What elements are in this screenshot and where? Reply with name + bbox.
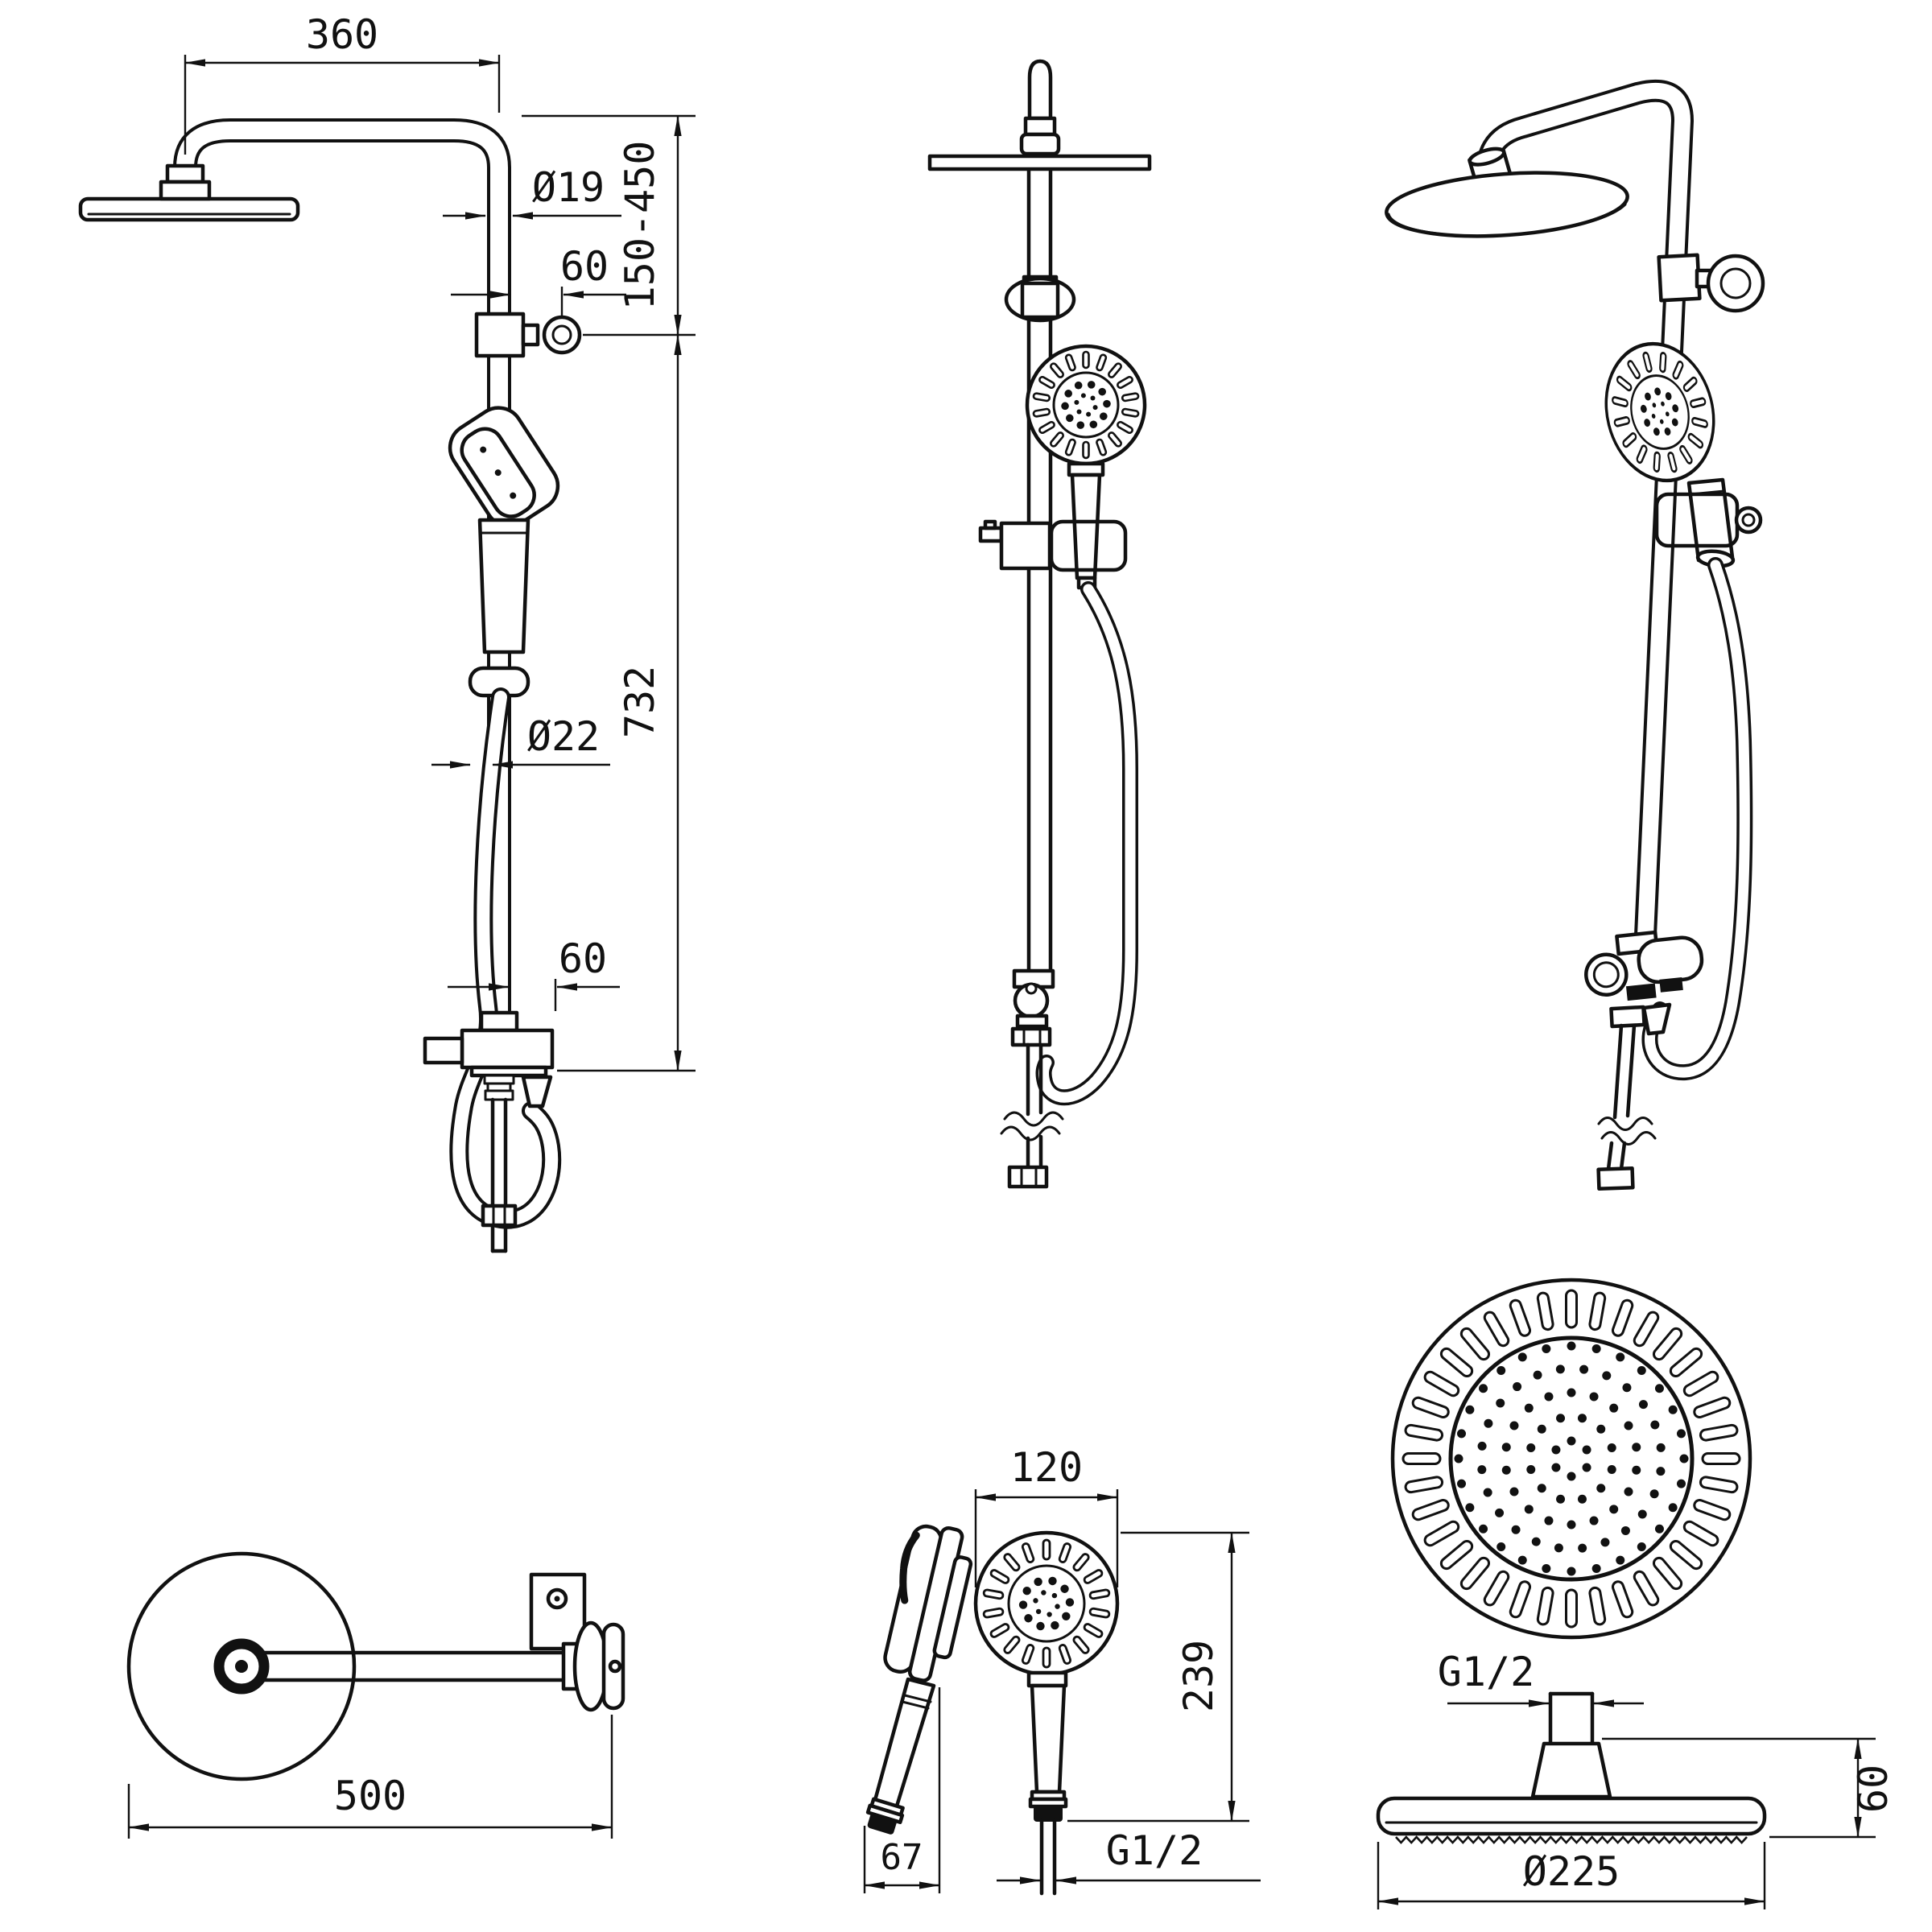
swivel-bracket-front [1004, 275, 1076, 323]
dim-label: 60 [560, 243, 609, 290]
rain-head-perspective [1385, 147, 1629, 238]
hose-front [1035, 581, 1138, 1106]
overhead-face [1390, 1278, 1752, 1640]
dim-label: 120 [1010, 1444, 1083, 1491]
diverter-valve-side [423, 1010, 555, 1253]
dim-rail-height: 732 [557, 334, 696, 1072]
dim-label: G1/2 [1106, 1827, 1203, 1874]
handshower-perspective [1604, 341, 1763, 568]
wall-bracket-side [474, 312, 582, 358]
hose-perspective [1641, 557, 1753, 1081]
dim-head-depth: 67 [863, 1687, 941, 1893]
dim-label: 360 [306, 11, 378, 58]
dim-overall-projection: 500 [127, 1715, 613, 1839]
hose-side [449, 687, 562, 1229]
view-front-elevation [927, 59, 1152, 1189]
dim-face-width: 120 [974, 1444, 1119, 1587]
arm-top [261, 1572, 625, 1712]
supply-pipe-front [1000, 1042, 1064, 1189]
ceiling-stub-front [1019, 59, 1061, 156]
dim-hose-diameter: Ø22 [431, 713, 610, 769]
dim-overhead-diameter: Ø225 [1377, 1842, 1766, 1909]
view-overhead-detail: G1/2 60 Ø225 [1376, 1278, 1897, 1909]
diverter-perspective [1584, 930, 1704, 1191]
dim-label: Ø225 [1523, 1848, 1620, 1895]
dim-label: 60 [1850, 1765, 1897, 1813]
dim-label: 60 [559, 935, 607, 982]
dim-bracket-offset: 60 [451, 243, 626, 316]
rain-head-front [927, 154, 1152, 171]
dim-label: G1/2 [1438, 1649, 1534, 1695]
view-top: 500 [126, 1551, 625, 1839]
rain-head-top [126, 1551, 357, 1781]
dim-label: 67 [881, 1837, 923, 1878]
dim-adjustable-height: 150-450 [522, 114, 696, 336]
handshower-front [978, 344, 1147, 590]
view-side-elevation: 360 Ø19 60 150-450 732 Ø22 [78, 11, 696, 1253]
dim-overhead-thread: G1/2 [1438, 1649, 1644, 1707]
dim-label: Ø22 [527, 713, 600, 760]
dim-label: 239 [1175, 1640, 1222, 1712]
view-handshower-detail: 67 120 239 G1/2 [863, 1444, 1261, 1896]
wall-bracket-perspective [1657, 253, 1765, 313]
dim-arm-reach: 360 [184, 11, 501, 155]
overhead-side [1376, 1691, 1767, 1844]
dim-handshower-thread: G1/2 [997, 1827, 1261, 1885]
dim-label: 150-450 [617, 141, 663, 311]
shower-arm-and-riser [173, 118, 511, 1013]
dim-label: 732 [617, 666, 663, 738]
dim-overhead-height: 60 [1602, 1737, 1897, 1839]
handshower-front-detail [973, 1530, 1120, 1896]
dim-label: Ø19 [532, 164, 605, 211]
handshower-profile [865, 1524, 973, 1835]
dim-total-length: 239 [1067, 1531, 1249, 1823]
handshower-side [448, 406, 560, 698]
dim-valve-offset: 60 [448, 935, 620, 1011]
dim-riser-diameter: Ø19 [443, 164, 621, 220]
view-perspective [1385, 79, 1765, 1191]
check-valve-front [1010, 968, 1055, 1047]
dim-label: 500 [334, 1773, 407, 1819]
rain-head-side [78, 163, 300, 222]
